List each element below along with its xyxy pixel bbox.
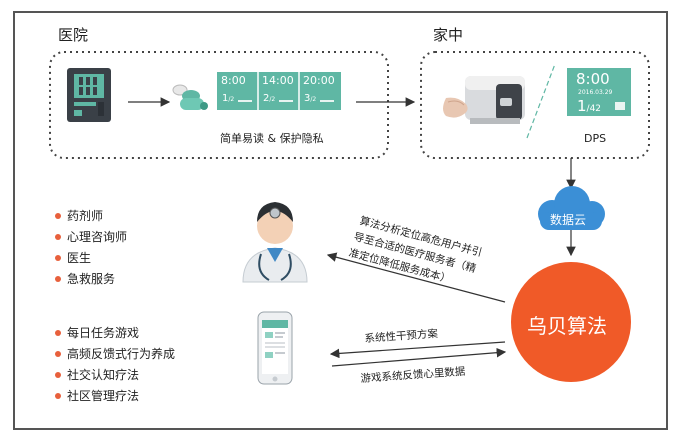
- arrow-algorithm-to-phone: [329, 341, 506, 359]
- home-title: 家中: [433, 26, 464, 44]
- dps-label: DPS: [584, 132, 607, 145]
- arrow-algorithm-to-doctor: [326, 252, 506, 303]
- bullet-dot-icon: [55, 255, 61, 261]
- strip-time-3: 20:00: [303, 74, 335, 87]
- hand-icon: [443, 97, 468, 118]
- bullet-dot-icon: [55, 393, 61, 399]
- doctor-icon: [242, 202, 308, 283]
- bullet-dot-icon: [55, 276, 61, 282]
- algorithm-label: 乌贝算法: [527, 314, 607, 338]
- bullet-dot-icon: [55, 330, 61, 336]
- list-item: 社区管理疗法: [55, 387, 175, 405]
- divider-line: [526, 63, 556, 139]
- program-list: 每日任务游戏 高频反馈式行为养成 社交认知疗法 社区管理疗法: [55, 324, 175, 408]
- cloud-icon: [538, 186, 605, 230]
- list-item: 医生: [55, 249, 127, 267]
- strip-time-2: 14:00: [262, 74, 294, 87]
- list-item: 急救服务: [55, 270, 127, 288]
- list-item: 药剂师: [55, 207, 127, 225]
- dps-count: 1/42: [577, 97, 602, 115]
- algorithm-circle: [511, 262, 631, 382]
- list-item: 高频反馈式行为养成: [55, 345, 175, 363]
- dps-device-icon: [465, 76, 525, 124]
- home-box: [420, 51, 650, 159]
- bullet-dot-icon: [55, 213, 61, 219]
- cloud-label: 数据云: [550, 213, 587, 227]
- hospital-title: 医院: [58, 26, 89, 44]
- bullet-dot-icon: [55, 234, 61, 240]
- bullet-dot-icon: [55, 351, 61, 357]
- dps-date: 2016.03.29: [578, 89, 613, 96]
- strip-count-2: 2/2: [263, 93, 276, 104]
- pill-strip: [217, 72, 341, 110]
- list-item: 心理咨询师: [55, 228, 127, 246]
- arrow-phone-to-algorithm: [331, 347, 507, 367]
- phone-icon: [257, 311, 293, 385]
- strip-count-1: 1/2: [222, 93, 235, 104]
- dps-time: 8:00: [576, 70, 610, 88]
- pills-icon: [172, 84, 208, 110]
- strip-count-3: 3/2: [304, 93, 317, 104]
- dps-screen: [567, 68, 631, 116]
- dispensing-machine-icon: [67, 68, 111, 122]
- strip-caption: 简单易读 & 保护隐私: [220, 132, 324, 145]
- strip-time-1: 8:00: [221, 74, 246, 87]
- bullet-dot-icon: [55, 372, 61, 378]
- list-item: 社交认知疗法: [55, 366, 175, 384]
- list-item: 每日任务游戏: [55, 324, 175, 342]
- provider-list: 药剂师 心理咨询师 医生 急救服务: [55, 207, 127, 291]
